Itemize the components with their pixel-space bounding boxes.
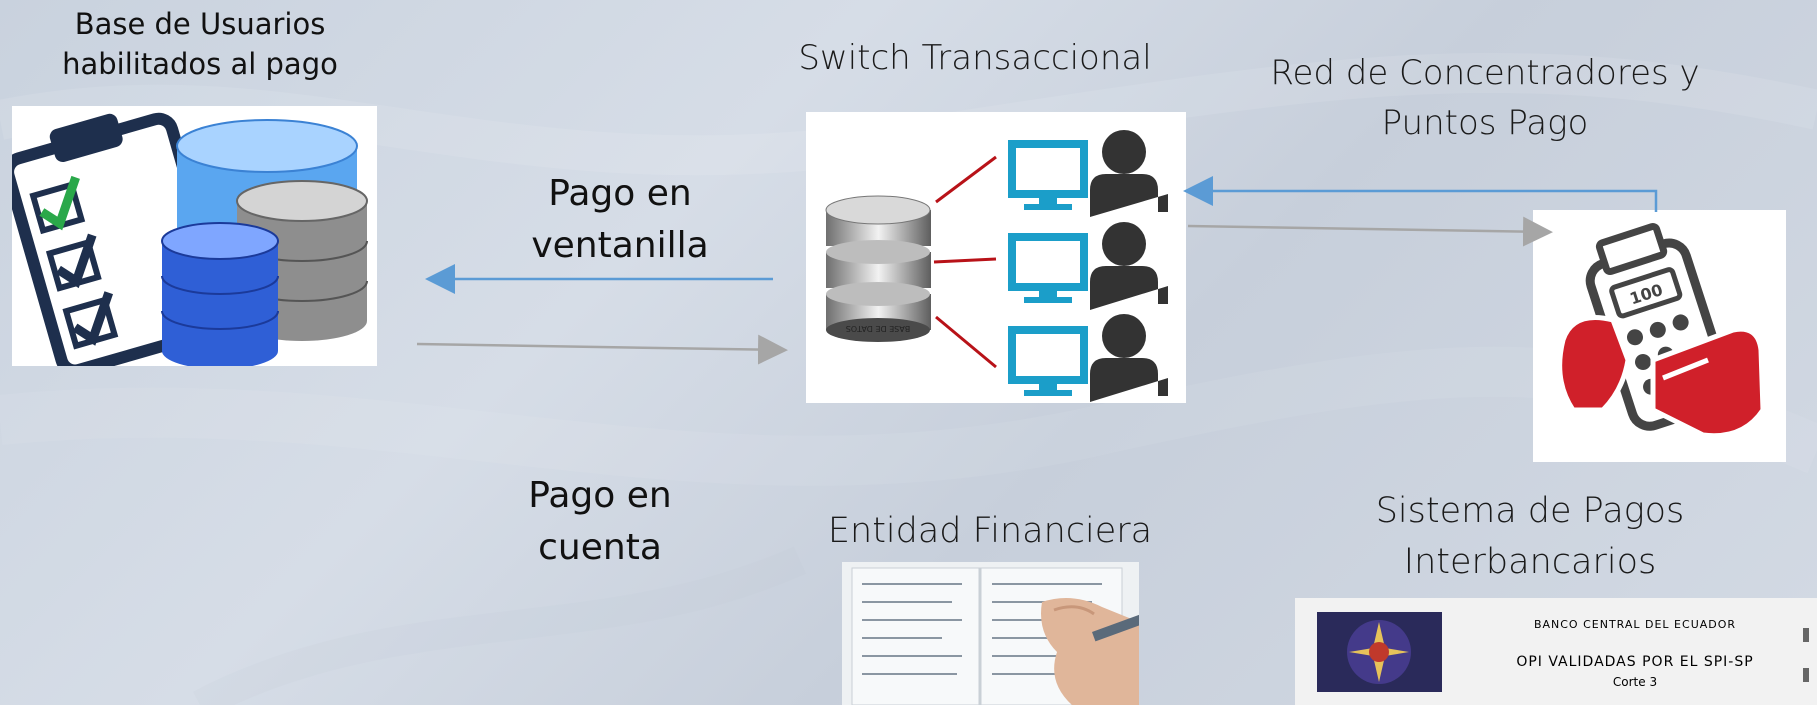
monitor-user-row-2 <box>1008 222 1168 310</box>
label-pago-ventanilla-line2: ventanilla <box>531 225 709 266</box>
monitor-user-row-1 <box>1008 130 1168 217</box>
switch-transaccional-image: BASE DE DATOS <box>806 112 1186 403</box>
spi-document-image: BANCO CENTRAL DEL ECUADOR OPI VALIDADAS … <box>1295 598 1817 705</box>
bce-seal-icon <box>1317 612 1442 692</box>
label-pago-cuenta-line1: Pago en <box>528 475 672 516</box>
label-red-line1: Red de Concentradores y <box>1270 53 1700 93</box>
label-sistema-line2: Interbancarios <box>1403 542 1657 582</box>
label-red-line2: Puntos Pago <box>1381 103 1589 143</box>
label-entidad-financiera: Entidad Financiera <box>827 511 1153 551</box>
label-pago-cuenta-line2: cuenta <box>538 527 662 568</box>
label-base-usuarios: Base de Usuarios habilitados al pago <box>30 4 370 84</box>
spi-doc-header: BANCO CENTRAL DEL ECUADOR <box>1534 618 1736 631</box>
label-red-concentradores: Red de Concentradores y Puntos Pago <box>1250 48 1720 148</box>
label-sistema-pagos: Sistema de Pagos Interbancarios <box>1330 486 1730 588</box>
database-caption: BASE DE DATOS <box>846 324 911 333</box>
monitor-user-row-3 <box>1008 314 1168 402</box>
label-base-usuarios-line2: habilitados al pago <box>62 47 338 81</box>
hands-icon <box>1557 315 1766 439</box>
label-pago-ventanilla-line1: Pago en <box>548 173 692 214</box>
database-cylinder-blue <box>161 222 279 366</box>
label-pago-ventanilla: Pago en ventanilla <box>520 168 720 272</box>
label-pago-cuenta: Pago en cuenta <box>500 470 700 574</box>
bank-passbook-image <box>842 562 1139 705</box>
hand-icon <box>1041 598 1139 705</box>
label-switch-transaccional: Switch Transaccional <box>798 38 1152 78</box>
database-clipboard-image <box>12 106 377 366</box>
spi-doc-title: OPI VALIDADAS POR EL SPI-SP <box>1516 654 1753 670</box>
spi-doc-subtitle: Corte 3 <box>1613 675 1657 689</box>
label-base-usuarios-line1: Base de Usuarios <box>74 7 326 41</box>
connector-lines <box>933 155 997 369</box>
database-server-icon: BASE DE DATOS <box>825 195 931 342</box>
pos-terminal-image: 100 <box>1533 210 1786 462</box>
label-sistema-line1: Sistema de Pagos <box>1375 491 1685 531</box>
